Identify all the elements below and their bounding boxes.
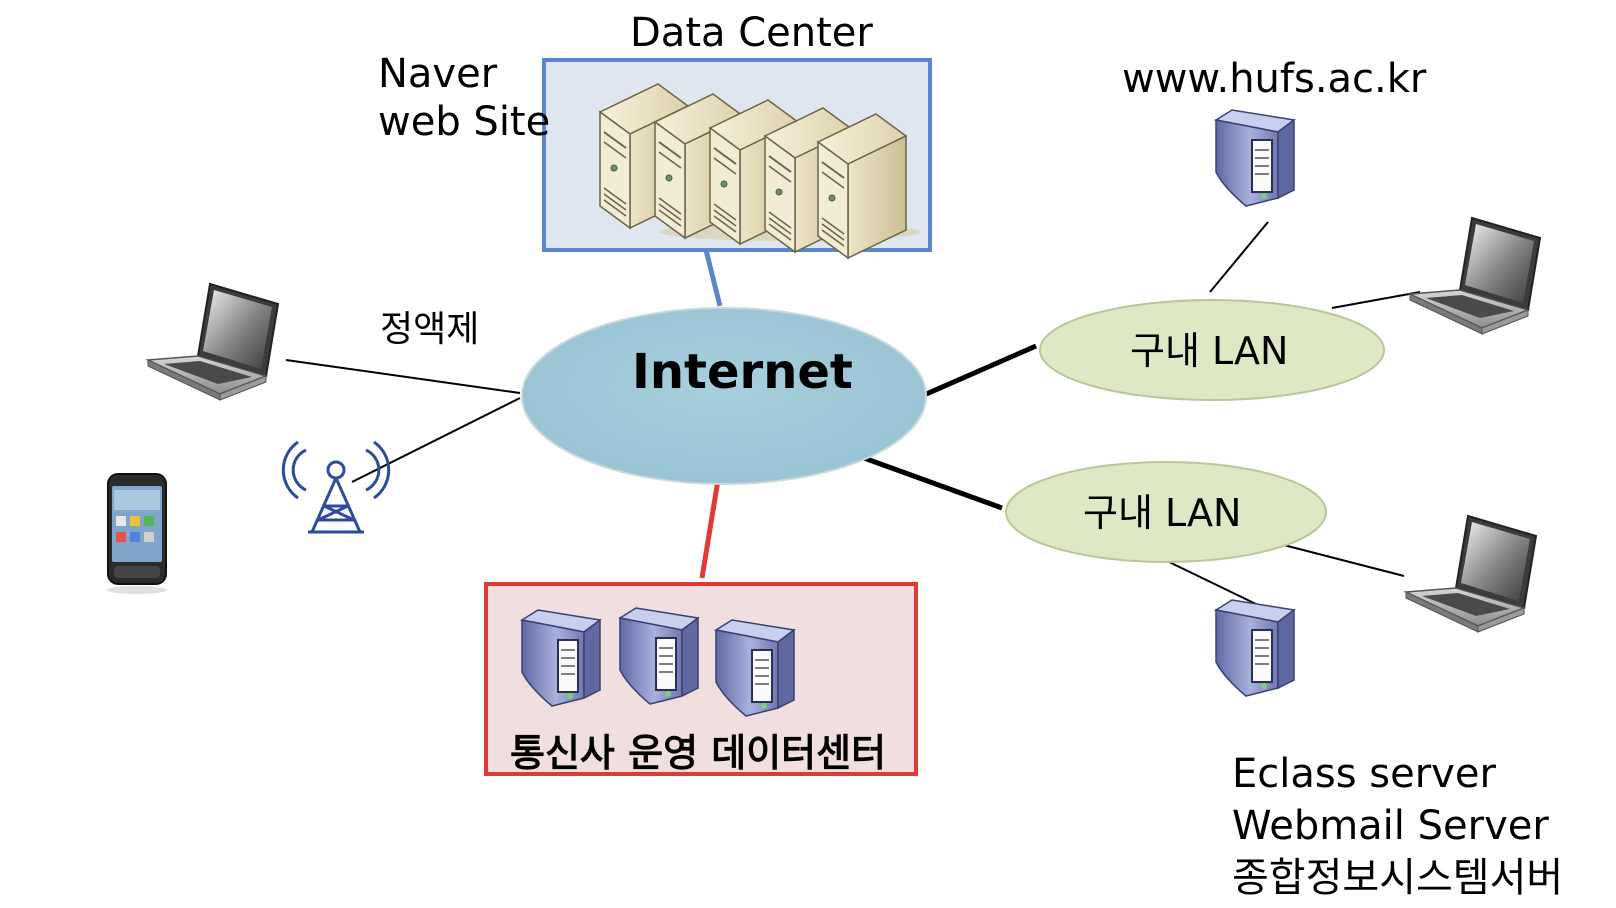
link-tower-internet: [351, 397, 521, 483]
naver-label-line1: Naver: [378, 51, 498, 97]
link-telco-internet: [699, 479, 721, 579]
lan-ellipse-top: [1039, 299, 1385, 401]
link-internet-lan1: [922, 343, 1038, 398]
link-datacenter-internet: [703, 249, 723, 307]
laptop-icon: [147, 283, 279, 401]
lan-ellipse-bottom: [1005, 461, 1327, 563]
laptop-icon: [1405, 515, 1537, 633]
link-lan1-hufs: [1209, 221, 1269, 293]
hufs-url-label: www.hufs.ac.kr: [1122, 56, 1427, 102]
server-tower-icon: [1215, 109, 1295, 207]
rack-server-icon: [817, 113, 907, 259]
internet-cloud: [521, 307, 927, 485]
smartphone-icon: [107, 473, 167, 594]
telco-datacenter-label: 통신사 운영 데이터센터: [510, 731, 887, 775]
link-lan2-server: [1164, 559, 1259, 606]
data-center-label: Data Center: [630, 10, 873, 56]
lan-label-top: 구내 LAN: [1130, 329, 1289, 373]
lan-label-bottom: 구내 LAN: [1083, 491, 1242, 535]
flat-rate-label: 정액제: [380, 309, 480, 350]
naver-label-line2: web Site: [378, 99, 551, 145]
webmail-server-label: Webmail Server: [1232, 803, 1549, 849]
link-internet-lan2: [863, 455, 1003, 511]
link-laptop-internet: [285, 359, 521, 394]
server-list-label: Eclass server Webmail Server 종합정보시스템서버: [1232, 748, 1563, 904]
cell-tower-icon: [281, 440, 391, 534]
laptop-icon: [1409, 217, 1541, 335]
link-lan2-laptop: [1271, 541, 1405, 577]
internet-label: Internet: [632, 344, 853, 400]
info-system-server-label: 종합정보시스템서버: [1232, 855, 1564, 901]
server-tower-icon: [1215, 599, 1295, 697]
eclass-server-label: Eclass server: [1232, 751, 1496, 797]
link-lan1-laptop: [1331, 291, 1421, 309]
naver-website-label: Naver web Site: [378, 50, 550, 146]
